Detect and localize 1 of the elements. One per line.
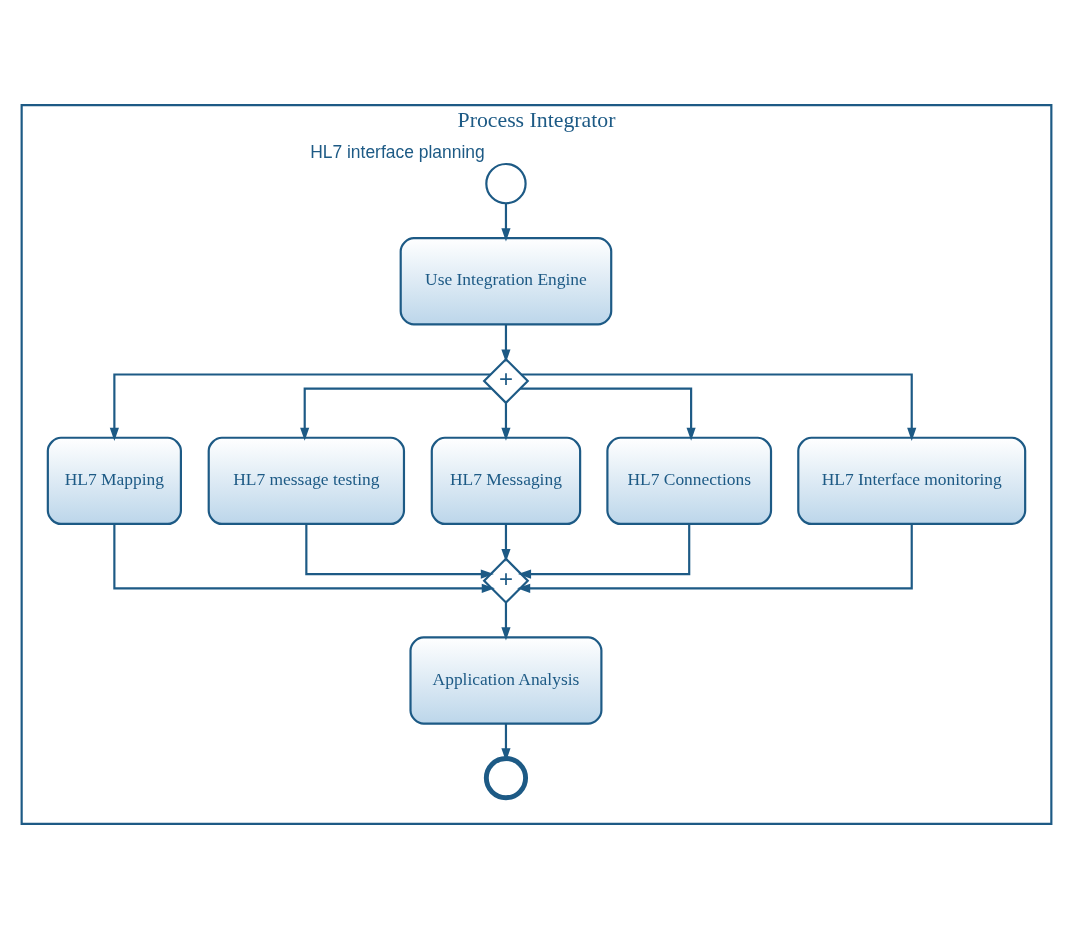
node-label: HL7 interface planning bbox=[310, 142, 485, 163]
